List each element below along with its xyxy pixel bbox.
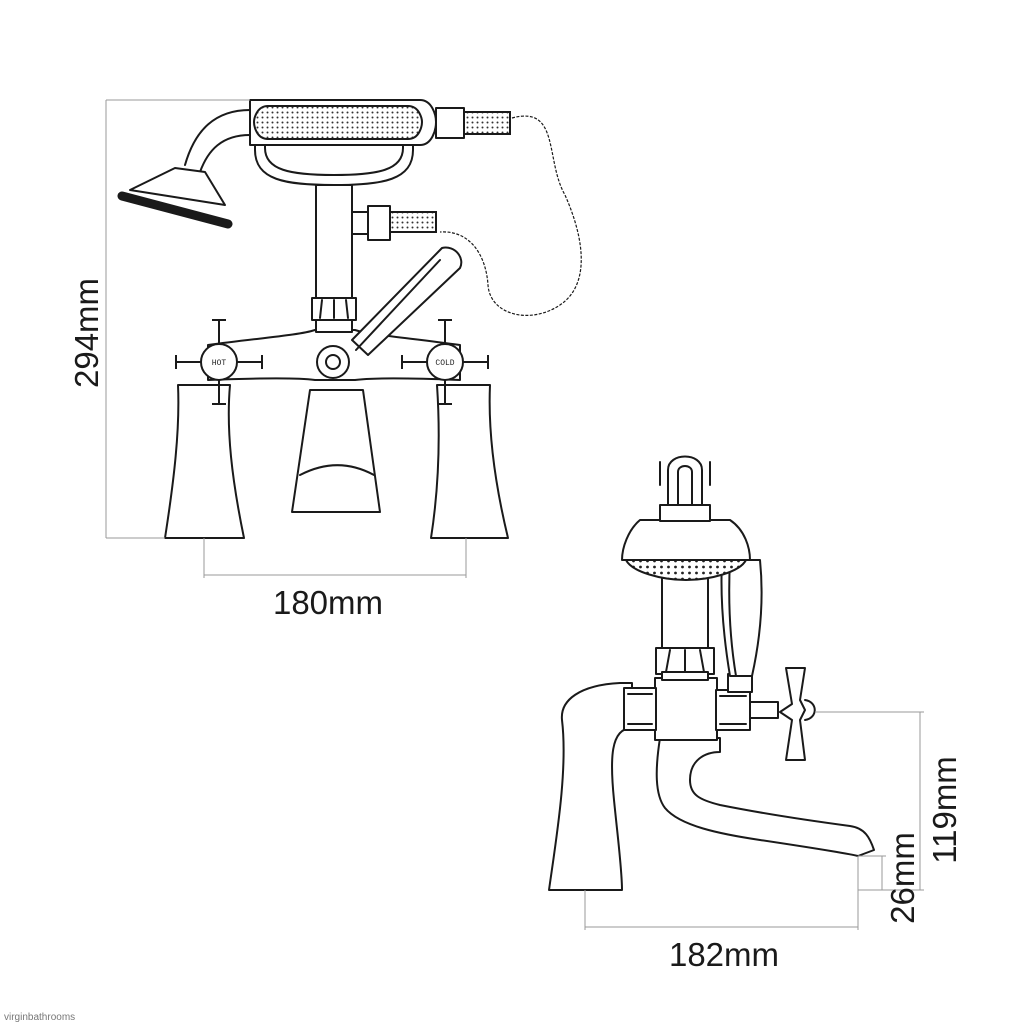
watermark: virginbathrooms: [4, 1012, 75, 1023]
side-spindle: [749, 701, 779, 719]
diverter-lever: [351, 246, 463, 356]
diverter-knob-centre: [325, 354, 341, 370]
side-lever: [720, 559, 763, 677]
centre-spout: [291, 389, 381, 513]
riser-column: [315, 184, 353, 301]
side-cross-handle: [779, 667, 806, 761]
left-foot: [164, 384, 245, 539]
front-view: HOT COLD 294mm 180mm: [68, 99, 582, 621]
hot-cross-handle: HOT: [175, 319, 263, 405]
nut-facets: [319, 299, 349, 319]
base-height-dimension-line: [858, 855, 886, 891]
riser-collar: [315, 319, 353, 333]
front-shower-head: [129, 167, 226, 206]
handset-neck-inner: [199, 134, 251, 173]
handset-hose-nozzle: [463, 111, 511, 135]
width-dimension-line: [203, 538, 467, 578]
side-base: [548, 682, 633, 891]
side-hook: [667, 455, 703, 506]
cold-label: COLD: [435, 359, 454, 368]
handset-cradle: [254, 99, 414, 186]
cradle-inner: [264, 99, 404, 176]
handset-neck: [184, 109, 251, 166]
side-handle-cap: [804, 699, 816, 721]
front-height-label: 294mm: [68, 278, 105, 388]
shower-face: [117, 191, 233, 229]
side-nut-facets: [665, 649, 705, 673]
hose-outlet-nut: [367, 205, 391, 241]
side-valve-block: [654, 677, 718, 741]
lever-edge: [355, 259, 441, 351]
hot-label: HOT: [212, 359, 227, 368]
side-hook-arms: [659, 461, 711, 486]
spout-curve: [299, 464, 375, 476]
right-foot: [430, 384, 509, 539]
side-view: 182mm 119mm 26mm: [548, 455, 963, 973]
side-head-collar: [659, 504, 711, 522]
shower-hose: [439, 115, 582, 316]
inlet-nut-facets: [627, 693, 653, 725]
hose-outlet-nozzle: [389, 211, 437, 233]
side-spout-height-label: 119mm: [926, 756, 963, 864]
side-shower-head: [621, 519, 751, 561]
side-riser: [661, 577, 709, 649]
front-width-label: 180mm: [273, 584, 383, 621]
side-spout: [655, 737, 875, 857]
side-width-dimension-line: [584, 856, 859, 930]
height-dimension-line: [105, 99, 250, 539]
side-riser-collar: [661, 671, 709, 681]
side-width-label: 182mm: [669, 936, 779, 973]
handset-grip: [252, 105, 424, 140]
outlet-nut-facets: [719, 695, 747, 725]
cold-cross-handle: COLD: [401, 319, 489, 405]
handset-end-nut: [435, 107, 465, 139]
side-base-height-label: 26mm: [884, 832, 921, 924]
side-shower-face: [624, 559, 748, 582]
